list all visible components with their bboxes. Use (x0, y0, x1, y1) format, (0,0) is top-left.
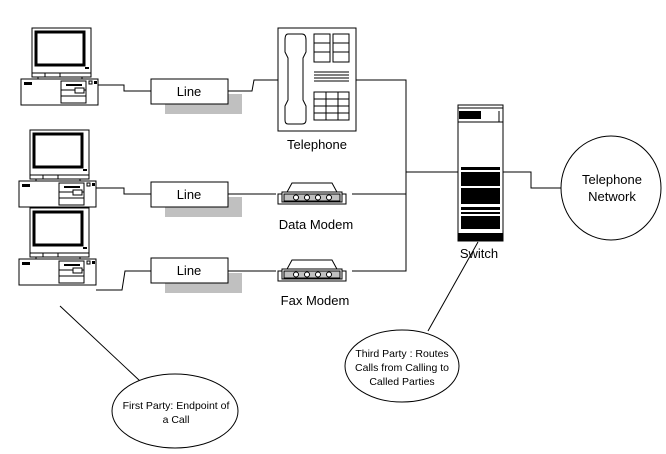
third-party-text-line2: Calls from Calling to (355, 362, 449, 374)
connector-line1-telephone (228, 79, 278, 92)
computer-1 (19, 26, 100, 107)
line-label: Line (177, 263, 202, 278)
telephone-network-circle (560, 135, 662, 241)
network-label-line2: Network (588, 189, 636, 204)
line-label: Line (177, 187, 202, 202)
line-box-3: Line (150, 257, 243, 294)
callout-pointer-first-party (59, 305, 141, 382)
switch-icon (457, 104, 504, 242)
telephone-icon (277, 27, 357, 132)
line-box-1: Line (150, 78, 243, 115)
line-box-2: Line (150, 181, 243, 218)
fax-modem-icon (277, 259, 347, 282)
switch-label: Switch (460, 246, 498, 261)
connector-telephone-bus (352, 79, 407, 272)
connector-computer3-line3 (96, 270, 151, 291)
computer-2 (17, 128, 98, 209)
first-party-text-line1: First Party: Endpoint of (123, 400, 230, 412)
network-label-line1: Telephone (582, 172, 642, 187)
third-party-text-line3: Called Parties (369, 376, 434, 388)
data-modem-icon (277, 182, 347, 205)
connector-switch-network (503, 171, 561, 189)
telephone-label: Telephone (287, 137, 347, 152)
callout-pointer-third-party (427, 241, 479, 332)
first-party-text-line2: a Call (163, 414, 190, 426)
third-party-callout (344, 329, 460, 403)
connector-computer2-line2 (96, 187, 151, 195)
third-party-text-line1: Third Party : Routes (355, 348, 448, 360)
line-label: Line (177, 84, 202, 99)
computer-3 (17, 206, 98, 287)
connector-computer1-line1 (98, 84, 151, 92)
data-modem-label: Data Modem (279, 217, 353, 232)
first-party-callout (111, 373, 239, 449)
fax-modem-label: Fax Modem (281, 293, 350, 308)
